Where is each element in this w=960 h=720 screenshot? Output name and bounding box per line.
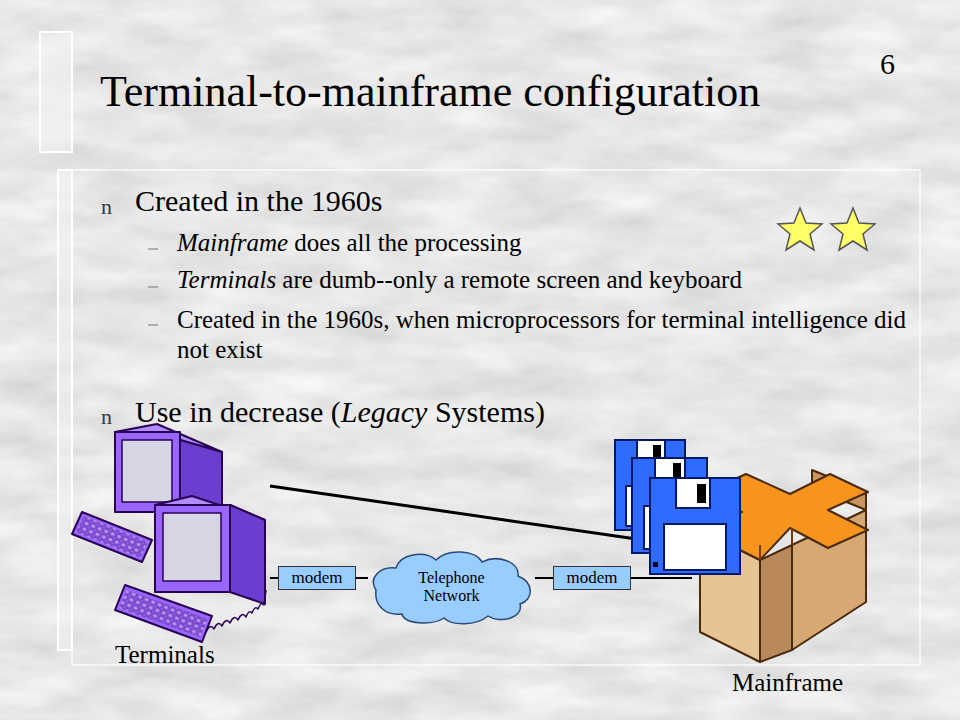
terminal-front	[119, 590, 208, 637]
bullet-text: Created in the 1960s	[135, 184, 382, 219]
slide-frame	[40, 32, 72, 152]
bullet-text: Use in decrease (Legacy Systems)	[135, 395, 545, 430]
floppy-disk	[615, 440, 740, 574]
node-text: modem	[567, 569, 618, 588]
mainframe-cabinet	[760, 545, 792, 662]
star-icon	[778, 208, 822, 250]
bullet-marker: n	[101, 194, 112, 219]
node-text: Terminals	[115, 641, 270, 669]
floppy-disk	[653, 562, 658, 567]
connector-line	[631, 577, 692, 579]
connector-line	[270, 486, 692, 547]
sub-bullet-dash	[148, 286, 158, 288]
slide-title: Terminal-to-mainframe configuration	[100, 67, 760, 118]
page-number: 6	[880, 47, 895, 82]
cloud-outline	[373, 552, 530, 624]
terminal-front	[230, 505, 265, 604]
sub-bullet-text: Mainframe does all the processing	[177, 229, 521, 258]
terminal-back	[76, 516, 148, 558]
star-icon	[778, 208, 875, 250]
node-text: modem	[292, 569, 343, 588]
terminal-front	[115, 496, 266, 642]
connector-line	[535, 577, 553, 579]
star-icon	[831, 208, 875, 250]
mainframe-cabinet	[759, 545, 761, 560]
sub-bullet-dash	[148, 248, 158, 250]
modem-box: modem	[553, 566, 631, 590]
connector-line	[356, 577, 368, 579]
modem-box: modem	[278, 566, 356, 590]
terminal-front	[163, 513, 221, 581]
sub-bullet-text: Created in the 1960s, when microprocesso…	[177, 305, 912, 365]
slide-frame	[40, 32, 920, 665]
node-text: Telephone Network	[411, 569, 493, 604]
italic-term: Mainframe	[177, 229, 288, 256]
node-text: Mainframe	[732, 669, 874, 697]
terminal-back	[115, 432, 180, 512]
floppy-disk	[664, 524, 726, 570]
terminals-group: Terminals	[110, 428, 270, 668]
floppy-disk	[697, 484, 706, 503]
terminal-front	[155, 505, 230, 592]
floppy-disk	[650, 478, 740, 574]
terminal-back	[122, 440, 172, 502]
italic-term: Terminals	[177, 266, 276, 293]
mainframe-group: Mainframe	[692, 438, 874, 696]
slide-frame	[58, 170, 72, 650]
terminal-front	[206, 590, 266, 632]
mainframe-cabinet	[791, 528, 793, 545]
slide-frame	[72, 170, 920, 665]
telephone-network-cloud: Telephone Network	[368, 548, 535, 625]
bullet-marker: n	[101, 404, 112, 429]
sub-bullet-dash	[148, 324, 158, 326]
terminal-front	[115, 585, 212, 642]
terminal-back	[72, 512, 152, 562]
floppy-disk	[676, 478, 710, 508]
sub-bullet-text: Terminals are dumb--only a remote screen…	[177, 266, 742, 295]
italic-term: Legacy	[341, 395, 428, 428]
connector-line	[270, 577, 278, 579]
sub-bullet-dash	[148, 249, 158, 325]
